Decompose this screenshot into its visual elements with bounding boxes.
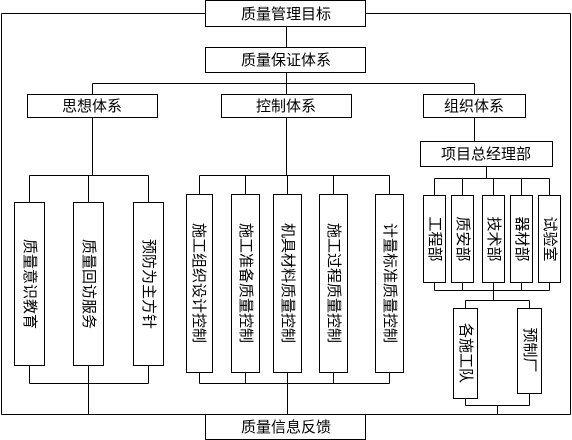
department-label-5: 试验室 (541, 216, 559, 261)
organization-system-label: 组织体系 (444, 97, 504, 115)
department-label-4: 器材部 (513, 216, 531, 261)
thought-item-label-2: 质量回访服务 (80, 239, 98, 329)
assurance-label: 质量保证体系 (241, 51, 331, 69)
thought-item-box-2 (73, 202, 104, 366)
control-item-box-4 (319, 194, 348, 373)
department-label-1: 工程部 (426, 216, 444, 261)
thought-system-label: 思想体系 (62, 97, 122, 115)
department-box-1 (423, 195, 446, 283)
assurance-box (205, 47, 366, 73)
department-box-5 (538, 195, 561, 283)
control-item-label-3: 机具材料质量控制 (279, 223, 297, 343)
team-box-2 (517, 308, 542, 394)
control-item-label-4: 施工过程质量控制 (325, 223, 343, 343)
control-item-box-1 (186, 194, 213, 373)
feedback-label: 质量信息反馈 (241, 418, 331, 436)
control-item-box-5 (375, 194, 404, 373)
control-system-label: 控制体系 (256, 97, 316, 115)
title-box (205, 0, 366, 27)
control-item-label-5: 计量标准质量控制 (381, 223, 399, 343)
control-system-box (221, 94, 352, 118)
project-manager-box (420, 141, 553, 167)
organization-system-box (423, 94, 526, 118)
team-box-1 (453, 308, 478, 399)
department-box-2 (451, 195, 474, 283)
thought-system-box (27, 94, 158, 118)
thought-item-label-1: 质量意识教育 (21, 239, 39, 329)
control-item-label-2: 施工准备质量控制 (237, 223, 255, 343)
control-item-box-2 (231, 194, 260, 373)
department-box-4 (510, 195, 533, 283)
team-label-2: 预制厂 (521, 327, 539, 372)
department-label-2: 质安部 (454, 216, 472, 261)
department-box-3 (482, 195, 505, 283)
thought-item-box-1 (14, 202, 45, 366)
title-label: 质量管理目标 (241, 5, 331, 23)
thought-item-box-3 (133, 202, 164, 366)
thought-item-label-3: 预防为主方针 (140, 239, 158, 329)
control-item-box-3 (273, 194, 302, 373)
department-label-3: 技术部 (485, 216, 503, 261)
team-label-1: 各施工队 (457, 323, 475, 383)
project-manager-label: 项目总经理部 (441, 145, 531, 163)
control-item-label-1: 施工组织设计控制 (190, 223, 208, 343)
